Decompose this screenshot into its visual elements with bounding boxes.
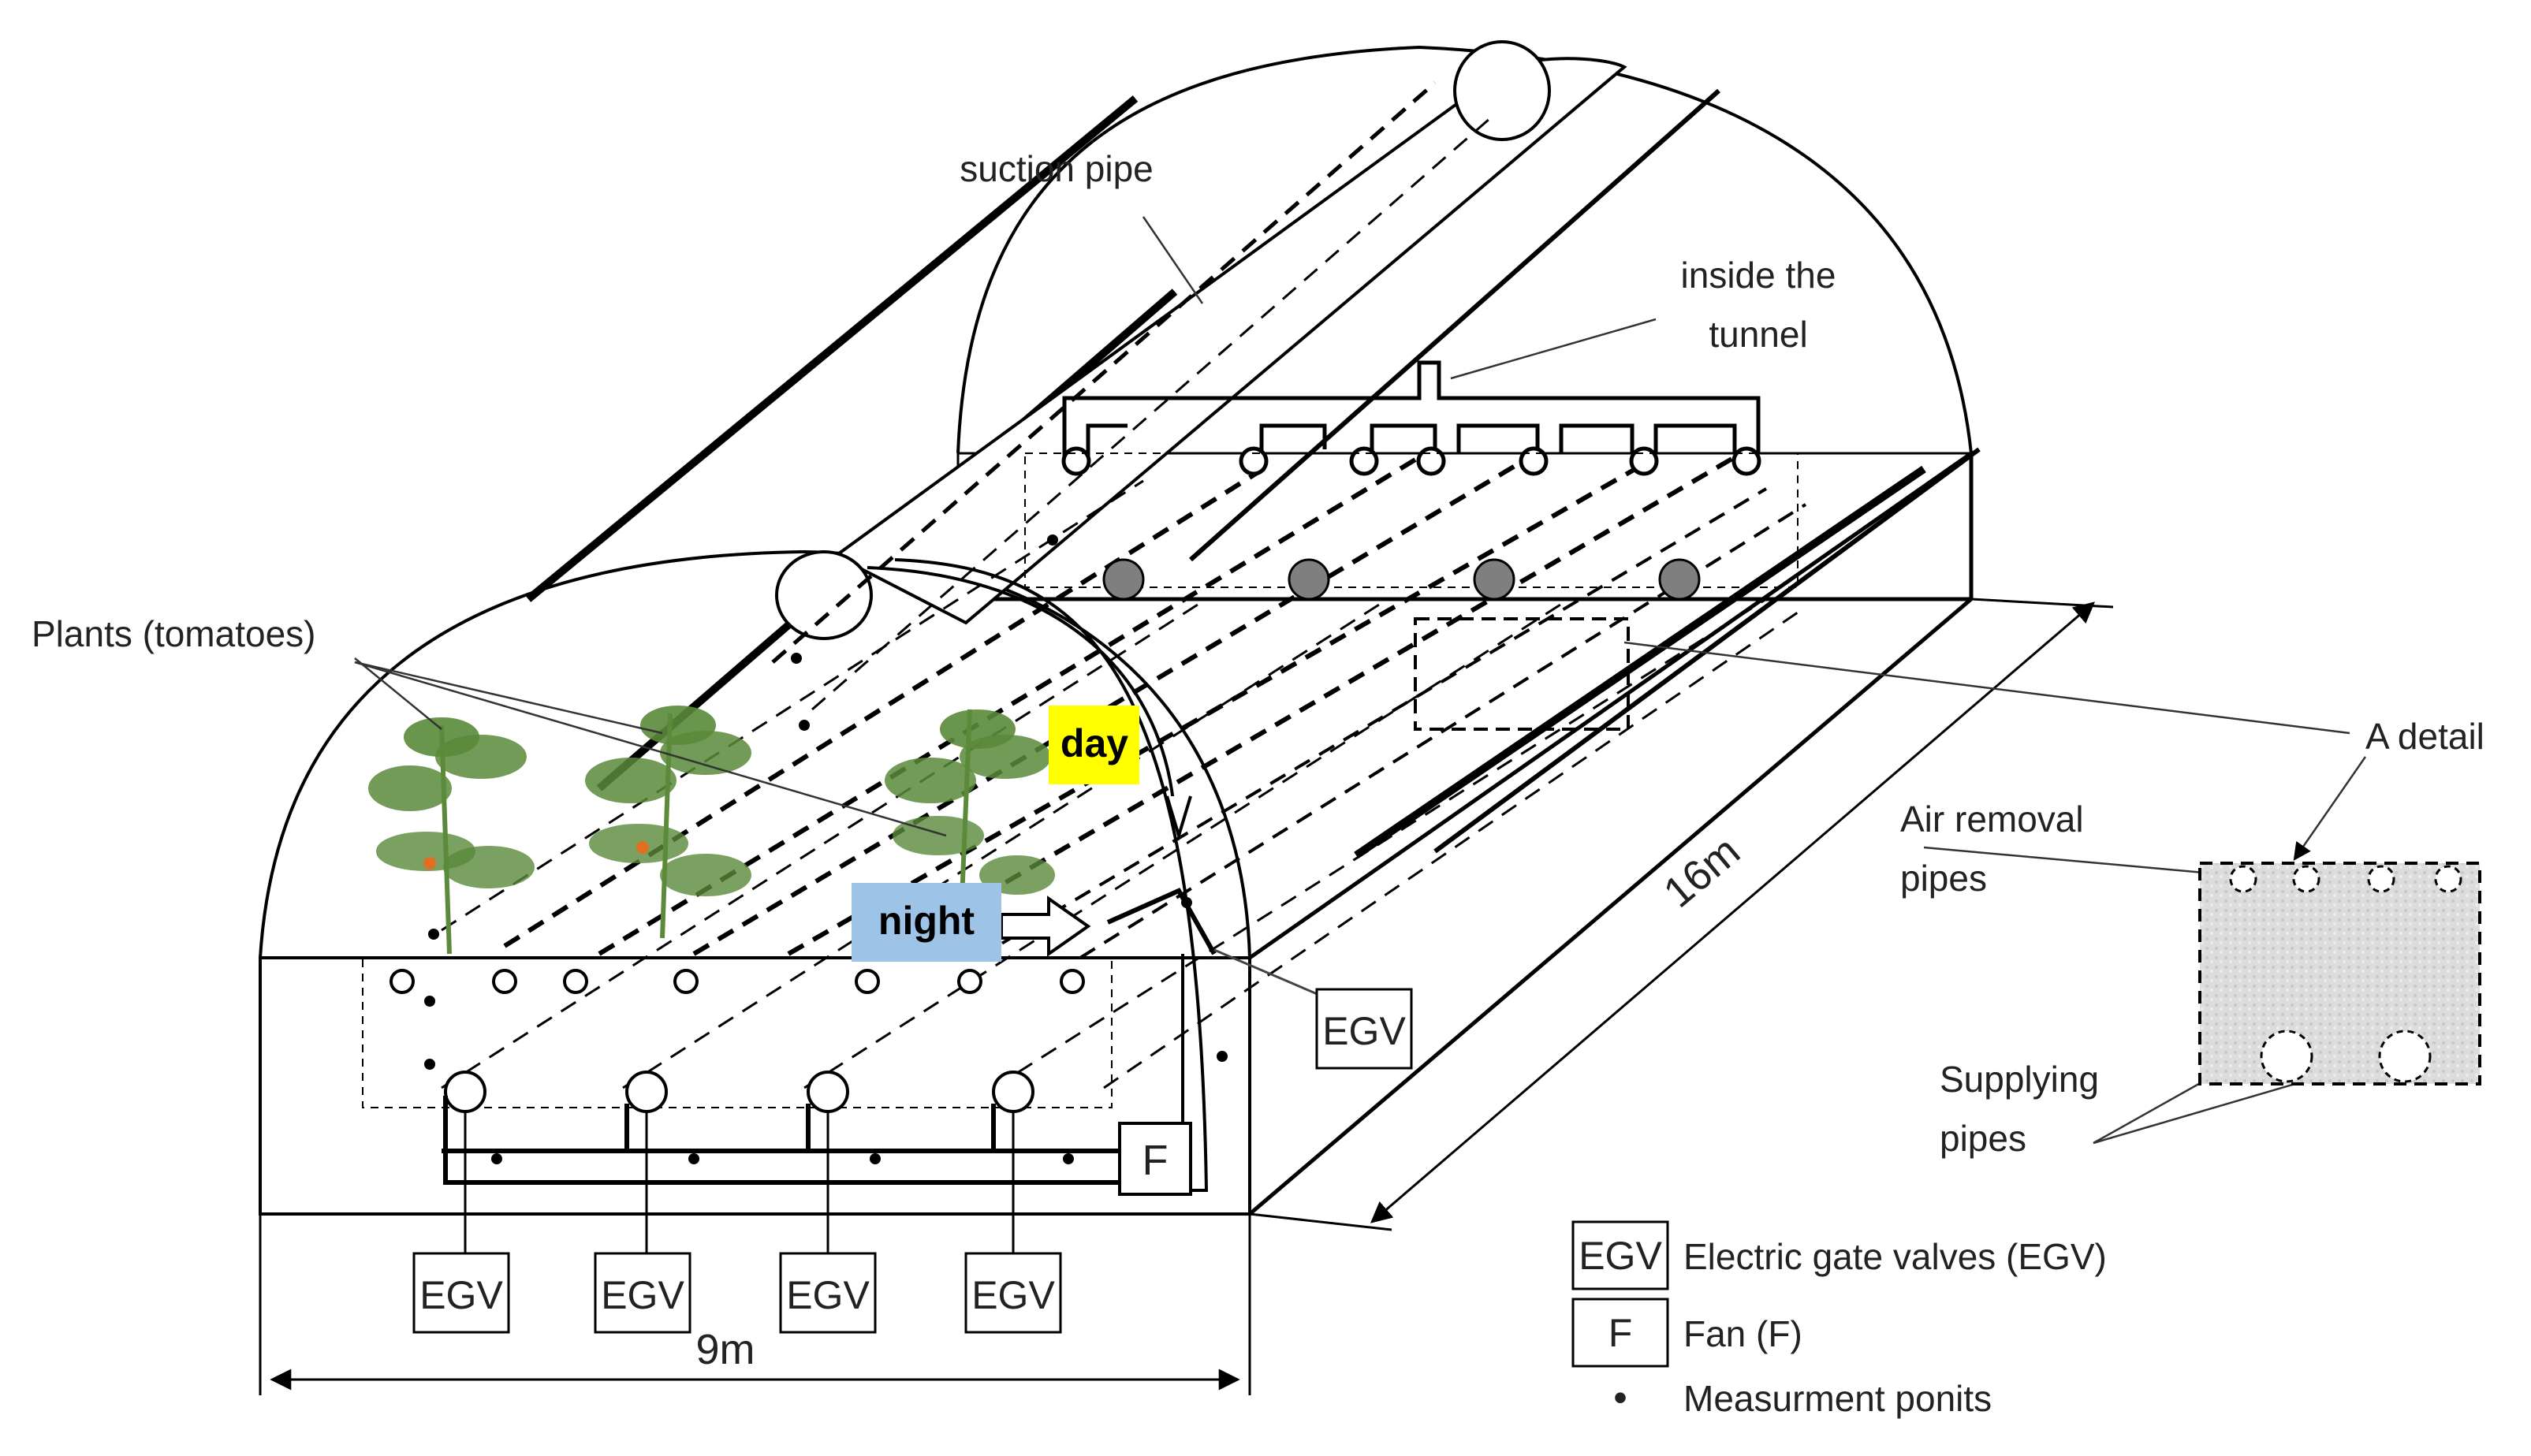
front-pipes	[362, 957, 1128, 1185]
legend-egv: EGV Electric gate valves (EGV)	[1571, 1220, 2107, 1290]
egv-side-label: EGV	[1322, 1009, 1406, 1053]
width-label: 9m	[695, 1326, 755, 1373]
plants-label: Plants (tomatoes)	[32, 613, 315, 654]
suction-pipe	[775, 40, 1627, 640]
legend-fan: F Fan (F)	[1571, 1298, 1802, 1368]
supplying-label-2: pipes	[1940, 1118, 2026, 1159]
measurement-points	[424, 534, 1228, 1164]
dimension-length	[1249, 598, 2114, 1231]
a-detail-label: A detail	[2365, 716, 2484, 757]
night-text: night	[878, 899, 975, 943]
suction-pipe-label: suction pipe	[960, 148, 1154, 189]
day-text: day	[1060, 721, 1128, 765]
legend-point: • Measurment ponits	[1613, 1376, 1992, 1420]
fan-box: F	[1118, 1122, 1192, 1196]
length-label: 16m	[1655, 827, 1749, 916]
night-flow-arrow	[1000, 896, 1091, 957]
dimension-width	[259, 1214, 1251, 1395]
legend-fan-symbol: F	[1608, 1311, 1633, 1355]
inside-tunnel-label-2: tunnel	[1709, 314, 1807, 355]
plant-3	[885, 709, 1055, 899]
airflow-path	[867, 558, 1209, 1192]
legend-point-text: Measurment ponits	[1683, 1378, 1992, 1419]
air-removal-label-1: Air removal	[1900, 799, 2084, 840]
legend-egv-symbol: EGV	[1579, 1234, 1662, 1278]
detail-box	[2198, 862, 2481, 1085]
legend-egv-text: Electric gate valves (EGV)	[1683, 1236, 2107, 1277]
plant-2	[585, 706, 751, 939]
plant-1	[368, 717, 535, 955]
leader-lines	[354, 216, 2391, 1145]
egv-label-4: EGV	[971, 1273, 1055, 1317]
pipe-lines	[441, 81, 1807, 1089]
supplying-label-1: Supplying	[1940, 1059, 2099, 1100]
egv-label-2: EGV	[601, 1273, 684, 1317]
day-label: day	[1049, 706, 1139, 784]
legend-point-symbol: •	[1613, 1376, 1627, 1420]
egv-boxes: EGV EGV EGV EGV	[412, 1112, 1062, 1334]
inside-tunnel-label-1: inside the	[1681, 255, 1836, 296]
back-supply-valves	[1102, 558, 1701, 601]
legend: EGV Electric gate valves (EGV) F Fan (F)…	[1571, 1220, 2107, 1420]
plants	[368, 706, 1055, 955]
egv-label-3: EGV	[786, 1273, 870, 1317]
back-arch	[956, 45, 1973, 454]
front-arch	[259, 549, 1251, 959]
fan-label: F	[1142, 1137, 1169, 1184]
back-manifold	[1024, 360, 1799, 588]
legend-fan-text: Fan (F)	[1683, 1313, 1802, 1354]
night-label: night	[852, 883, 1001, 962]
egv-label-1: EGV	[419, 1273, 503, 1317]
front-box	[259, 956, 1251, 1216]
night-valve-flap	[1106, 888, 1217, 955]
air-removal-label-2: pipes	[1900, 858, 1987, 899]
egv-side: EGV	[1213, 948, 1413, 1070]
